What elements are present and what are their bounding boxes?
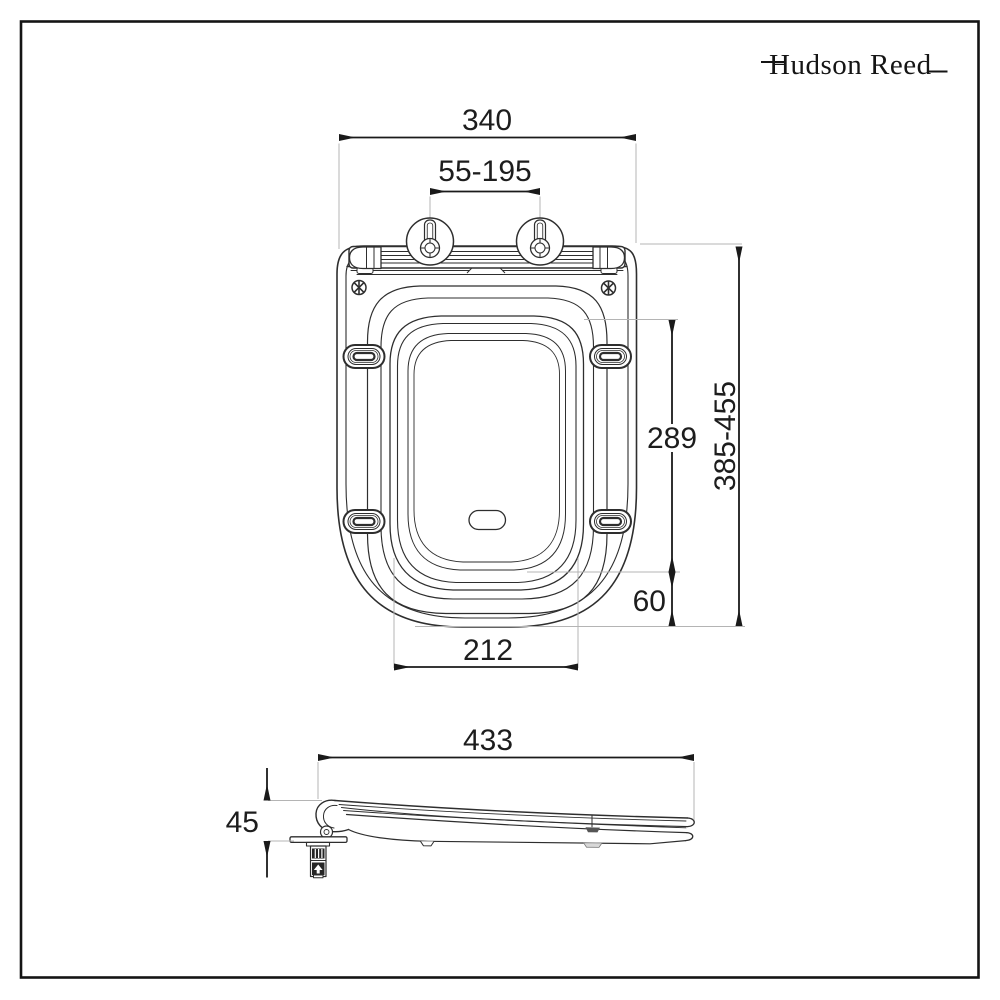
- dim-opening-length: 289: [527, 319, 697, 573]
- bumper-tab-dark: [585, 827, 600, 833]
- expansion-anchor-arrow: [313, 864, 323, 874]
- hinge-bolt-right: [515, 196, 565, 266]
- rail-cap-right: [592, 246, 626, 270]
- dim-length-range-label: 385-455: [709, 381, 742, 491]
- top-view-seat: [336, 245, 638, 628]
- dim-front-width-label: 212: [463, 634, 513, 667]
- dim-overall-depth: 433: [317, 724, 695, 820]
- lid-nose: [686, 817, 695, 828]
- logo-text: Hudson Reed: [769, 49, 932, 81]
- bumper-top-right: [589, 344, 632, 369]
- mounting-plate: [289, 836, 348, 844]
- hinge-curl-outer: [315, 799, 350, 833]
- dim-front-width: 212: [393, 558, 579, 671]
- ring-bottom-line: [347, 828, 687, 845]
- seat-ring-outer: [389, 315, 585, 591]
- hinge-bolt-left: [405, 196, 455, 266]
- dim-profile-height-label: 45: [226, 806, 259, 839]
- recess-contour-2: [413, 340, 560, 563]
- ring-top-line: [345, 813, 688, 834]
- panel-contour-1: [366, 285, 608, 615]
- dim-overall-width: 340: [338, 104, 637, 249]
- dim-front-section-label: 60: [633, 585, 666, 618]
- dim-hinge-spacing-label: 55-195: [438, 155, 531, 188]
- hinge-rail: [346, 245, 628, 275]
- bumper-tab-front: [582, 842, 603, 848]
- lid-top-line: [334, 799, 689, 819]
- dim-opening-length-label: 289: [647, 422, 697, 455]
- dim-overall-depth-label: 433: [463, 724, 513, 757]
- fixing-bolt: [289, 836, 348, 879]
- dim-profile-height: 45: [226, 768, 322, 878]
- side-view: 433 45: [226, 724, 695, 879]
- dim-front-section: 60: [633, 572, 676, 626]
- dim-length-range: 385-455: [415, 243, 745, 627]
- dim-overall-width-label: 340: [462, 104, 512, 137]
- panel-contour-2: [380, 297, 595, 600]
- corner-screw-right: [600, 280, 617, 296]
- bumper-bottom-left: [342, 509, 386, 534]
- recess-contour-1: [407, 333, 566, 571]
- top-view: 340 55-195 289 60 385-455: [336, 104, 745, 671]
- seat-button: [468, 509, 507, 531]
- bumper-top-left: [342, 344, 386, 369]
- hinge-curl-inner: [322, 804, 338, 829]
- bumper-tab-mid: [420, 841, 435, 847]
- dim-hinge-spacing: 55-195: [430, 155, 540, 195]
- rail-cap-left: [348, 246, 382, 270]
- side-view-profile: [315, 799, 695, 848]
- brand-logo: Hudson Reed: [761, 49, 948, 81]
- seat-ring-inner: [396, 322, 577, 584]
- border-frame: [19, 20, 980, 979]
- rail-bar: [348, 245, 626, 269]
- bumper-bottom-right: [589, 509, 632, 534]
- corner-screw-left: [351, 279, 367, 296]
- ring-nose: [684, 831, 694, 842]
